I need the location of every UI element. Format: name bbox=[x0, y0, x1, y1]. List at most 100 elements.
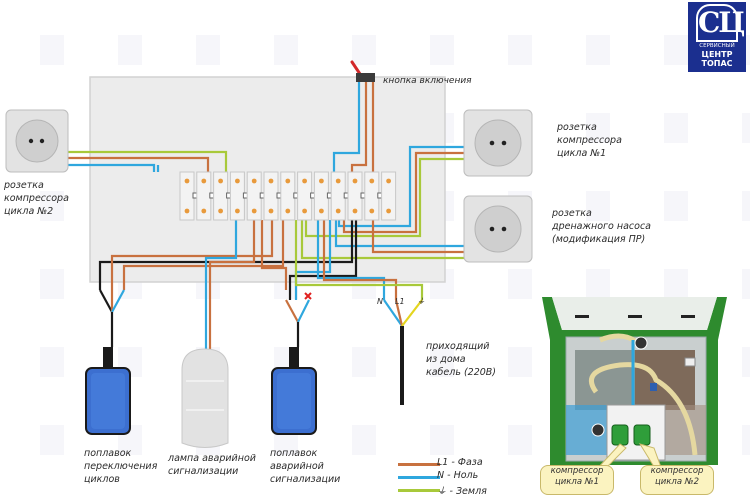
terminal-screw bbox=[201, 178, 207, 184]
alarm-lamp-label: лампа аварийной сигнализации bbox=[168, 452, 256, 478]
callout-line: цикла №1 bbox=[554, 477, 600, 487]
legend-phase-label: L1 - Фаза bbox=[437, 457, 483, 468]
watermark-tile bbox=[742, 347, 750, 377]
watermark-tile bbox=[586, 35, 610, 65]
label-line: циклов bbox=[84, 474, 120, 485]
label-line: дренажного насоса bbox=[552, 221, 651, 232]
terminal-screw bbox=[352, 178, 358, 184]
power-switch[interactable] bbox=[350, 60, 375, 82]
terminal-screw bbox=[235, 208, 240, 214]
label-line: из дома bbox=[426, 354, 466, 365]
wire-neutral bbox=[68, 163, 156, 172]
terminal-screw bbox=[251, 208, 257, 214]
switch-body bbox=[356, 73, 375, 82]
watermark-tile bbox=[742, 35, 750, 65]
label-line: аварийной bbox=[270, 461, 324, 472]
float-alarm-label: поплавок аварийной сигнализации bbox=[270, 447, 340, 486]
wire-black bbox=[99, 289, 113, 313]
watermark-tile bbox=[742, 425, 750, 455]
terminal-screw bbox=[319, 178, 324, 184]
wires bbox=[68, 82, 464, 349]
label-line: поплавок bbox=[84, 448, 132, 459]
wire-phase bbox=[371, 220, 464, 254]
wire-neutral bbox=[334, 220, 464, 248]
terminal-screw bbox=[319, 208, 324, 214]
terminal-screw bbox=[335, 208, 341, 214]
wire-yellow bbox=[401, 299, 423, 327]
terminal-screw bbox=[386, 178, 391, 184]
watermark-tile bbox=[40, 269, 64, 299]
logo-monogram: СЦ bbox=[696, 4, 745, 42]
disconnected-marker-icon bbox=[304, 292, 312, 300]
terminal-screw bbox=[218, 178, 224, 184]
float-switch-cycle bbox=[85, 347, 131, 435]
terminal bbox=[381, 171, 397, 221]
terminal-screw bbox=[352, 208, 358, 214]
wire-neutral bbox=[297, 299, 310, 323]
wire-neutral bbox=[316, 220, 386, 300]
watermark-tile bbox=[274, 35, 298, 65]
wire-ground bbox=[300, 220, 464, 260]
terminal-screw bbox=[386, 208, 391, 214]
watermark-tile bbox=[664, 269, 688, 299]
label-line: розетка bbox=[557, 122, 597, 133]
legend-ground-label: ⏚ - Земля bbox=[437, 486, 487, 497]
callout-compressor-2: компрессор цикла №2 bbox=[640, 465, 714, 495]
label-line: компрессора bbox=[557, 135, 622, 146]
watermark-tile bbox=[742, 191, 750, 221]
watermark-tile bbox=[742, 113, 750, 143]
terminal-l1-label: L1 bbox=[395, 297, 405, 306]
label-line: сигнализации bbox=[168, 466, 239, 477]
watermark-tile bbox=[664, 35, 688, 65]
legend-ground-swatch bbox=[398, 489, 440, 492]
wire-ground bbox=[294, 220, 424, 300]
wire-phase bbox=[110, 220, 274, 290]
terminal-screw bbox=[302, 208, 307, 214]
watermark-tile bbox=[196, 35, 220, 65]
wire-phase bbox=[342, 151, 464, 234]
terminal-screw bbox=[268, 208, 274, 214]
label-line: (модификация ПР) bbox=[552, 234, 646, 245]
watermark-tile bbox=[508, 35, 532, 65]
terminal-screw bbox=[285, 208, 291, 214]
wire-neutral bbox=[111, 289, 125, 313]
wire-phase bbox=[68, 156, 210, 172]
wire-phase bbox=[322, 220, 398, 300]
terminal-screw bbox=[285, 178, 291, 184]
label-line: приходящий bbox=[426, 341, 490, 352]
wire-neutral bbox=[332, 82, 361, 172]
terminal-screw bbox=[184, 208, 190, 214]
wire-phase bbox=[260, 220, 288, 290]
wire-phase bbox=[394, 299, 404, 327]
label-line: лампа аварийной bbox=[168, 453, 256, 464]
watermark-tile bbox=[430, 425, 454, 455]
watermark-tile bbox=[352, 425, 376, 455]
switch-lever bbox=[350, 60, 362, 76]
terminal-block bbox=[179, 171, 397, 221]
label-line: цикла №2 bbox=[4, 206, 54, 217]
watermark-tile bbox=[586, 113, 610, 143]
watermark-tile bbox=[40, 191, 64, 221]
watermark-tile bbox=[586, 269, 610, 299]
label-line: компрессора bbox=[4, 193, 69, 204]
alarm-lamp bbox=[181, 348, 229, 448]
terminal-screw bbox=[335, 178, 341, 184]
label-line: цикла №1 bbox=[557, 148, 607, 159]
wire-phase bbox=[208, 220, 256, 349]
watermark-tile bbox=[664, 191, 688, 221]
socket-cycle2-label: розетка компрессора цикла №2 bbox=[4, 179, 69, 218]
terminal-screw bbox=[268, 178, 274, 184]
terminal-screw bbox=[302, 178, 307, 184]
terminal-screw bbox=[235, 178, 240, 184]
watermark-tile bbox=[40, 35, 64, 65]
wire-phase bbox=[122, 220, 285, 290]
wire-phase bbox=[350, 82, 368, 172]
socket-cycle1-label: розетка компрессора цикла №1 bbox=[557, 121, 622, 160]
terminal-screw bbox=[369, 178, 375, 184]
socket-cycle2 bbox=[5, 109, 69, 173]
terminal-ground-label: ⏚ bbox=[417, 297, 425, 306]
legend-neutral-swatch bbox=[398, 476, 440, 479]
wire-neutral bbox=[337, 145, 464, 228]
socket-drain-label: розетка дренажного насоса (модификация П… bbox=[552, 207, 651, 246]
switch-label: кнопка включения bbox=[383, 76, 472, 86]
